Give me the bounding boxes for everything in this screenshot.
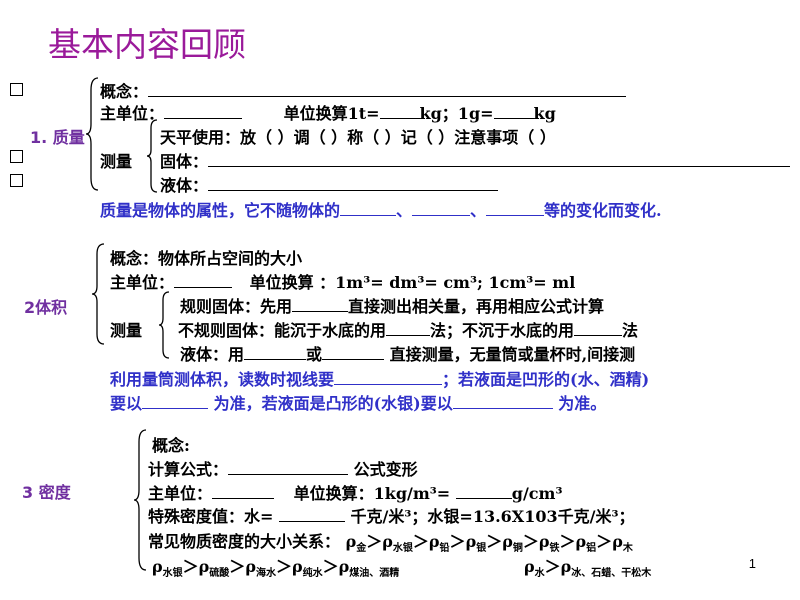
blank-field[interactable] (322, 343, 385, 360)
checkbox-square[interactable] (10, 150, 23, 163)
density-relation: 常见物质密度的大小关系： ρ金＞ρ水银＞ρ铅＞ρ银＞ρ铜＞ρ铁＞ρ铝＞ρ木 (148, 532, 633, 555)
volume-brace (91, 243, 105, 345)
checkbox-square[interactable] (10, 83, 23, 96)
mass-brace (85, 77, 99, 191)
mass-concept: 概念： (100, 78, 627, 102)
blank-field[interactable] (455, 482, 512, 499)
volume-measure-brace (158, 291, 170, 359)
page-number: 1 (748, 556, 756, 571)
blank-field[interactable] (386, 319, 431, 336)
blank-field[interactable] (208, 150, 791, 167)
blank-field[interactable] (334, 368, 443, 385)
blank-field[interactable] (379, 102, 420, 119)
volume-note-2: 要以 为准，若液面是凸形的(水银)要以 为准。 (110, 392, 607, 413)
density-formula: 计算公式： 公式变形 (148, 458, 418, 479)
mass-unit-row: 主单位： 单位换算1t=kg；1g=kg (100, 102, 556, 123)
mass-solid: 固体： (160, 148, 791, 172)
section-label-mass: 1. 质量 (30, 128, 85, 147)
density-unit-row: 主单位： 单位换算：1kg/m³= g/cm³ (148, 482, 563, 503)
section-label-volume: 2体积 (24, 298, 68, 317)
density-brace (133, 429, 147, 571)
volume-note-1: 利用量筒测体积，读数时视线要；若液面是凹形的(水、酒精) (110, 368, 650, 389)
volume-irregular: 不规则固体：能沉于水底的用法；不沉于水底的用法 (178, 319, 639, 340)
blank-field[interactable] (340, 199, 397, 216)
page-title: 基本内容回顾 (48, 25, 246, 64)
volume-measure-label: 测量 (110, 321, 143, 340)
density-relation-2: ρ水银＞ρ硫酸＞ρ海水＞ρ纯水＞ρ煤油、酒精 (152, 557, 400, 580)
blank-field[interactable] (208, 174, 499, 191)
volume-unit-row: 主单位： 单位换算 ：1m³= dm³= cm³; 1cm³= ml (110, 271, 576, 292)
blank-field[interactable] (452, 392, 553, 409)
blank-field[interactable] (174, 271, 233, 288)
blank-field[interactable] (212, 482, 275, 499)
volume-concept: 概念：物体所占空间的大小 (110, 249, 303, 268)
volume-liquid: 液体：用或 直接测量，无量筒或量杯时,间接测 (180, 343, 636, 364)
mass-measure-label: 测量 (100, 152, 133, 171)
mass-liquid: 液体： (160, 172, 499, 196)
checkbox-square[interactable] (10, 174, 23, 187)
density-concept: 概念: (152, 436, 190, 455)
blank-field[interactable] (486, 199, 545, 216)
blank-field[interactable] (148, 80, 627, 97)
density-relation-3: ρ水＞ρ冰、石蜡、干松木 (524, 557, 652, 580)
blank-field[interactable] (574, 319, 623, 336)
volume-regular: 规则固体：先用直接测出相关量，再用相应公式计算 (180, 295, 605, 316)
blank-field[interactable] (244, 343, 307, 360)
blank-field[interactable] (142, 392, 209, 409)
section-label-density: 3 密度 (22, 483, 71, 502)
blank-field[interactable] (164, 102, 243, 119)
blank-field[interactable] (412, 199, 471, 216)
balance-usage: 天平使用：放（ ）调（ ）称（ ）记（ ）注意事项（ ） (160, 128, 556, 147)
blank-field[interactable] (278, 505, 345, 522)
blank-field[interactable] (228, 458, 349, 475)
mass-property: 质量是物体的属性，它不随物体的、、等的变化而变化. (100, 199, 662, 220)
density-special: 特殊密度值：水= 千克/米³；水银=13.6X103千克/米³； (148, 505, 635, 526)
blank-field[interactable] (493, 102, 534, 119)
blank-field[interactable] (292, 295, 349, 312)
mass-measure-brace (146, 119, 158, 193)
